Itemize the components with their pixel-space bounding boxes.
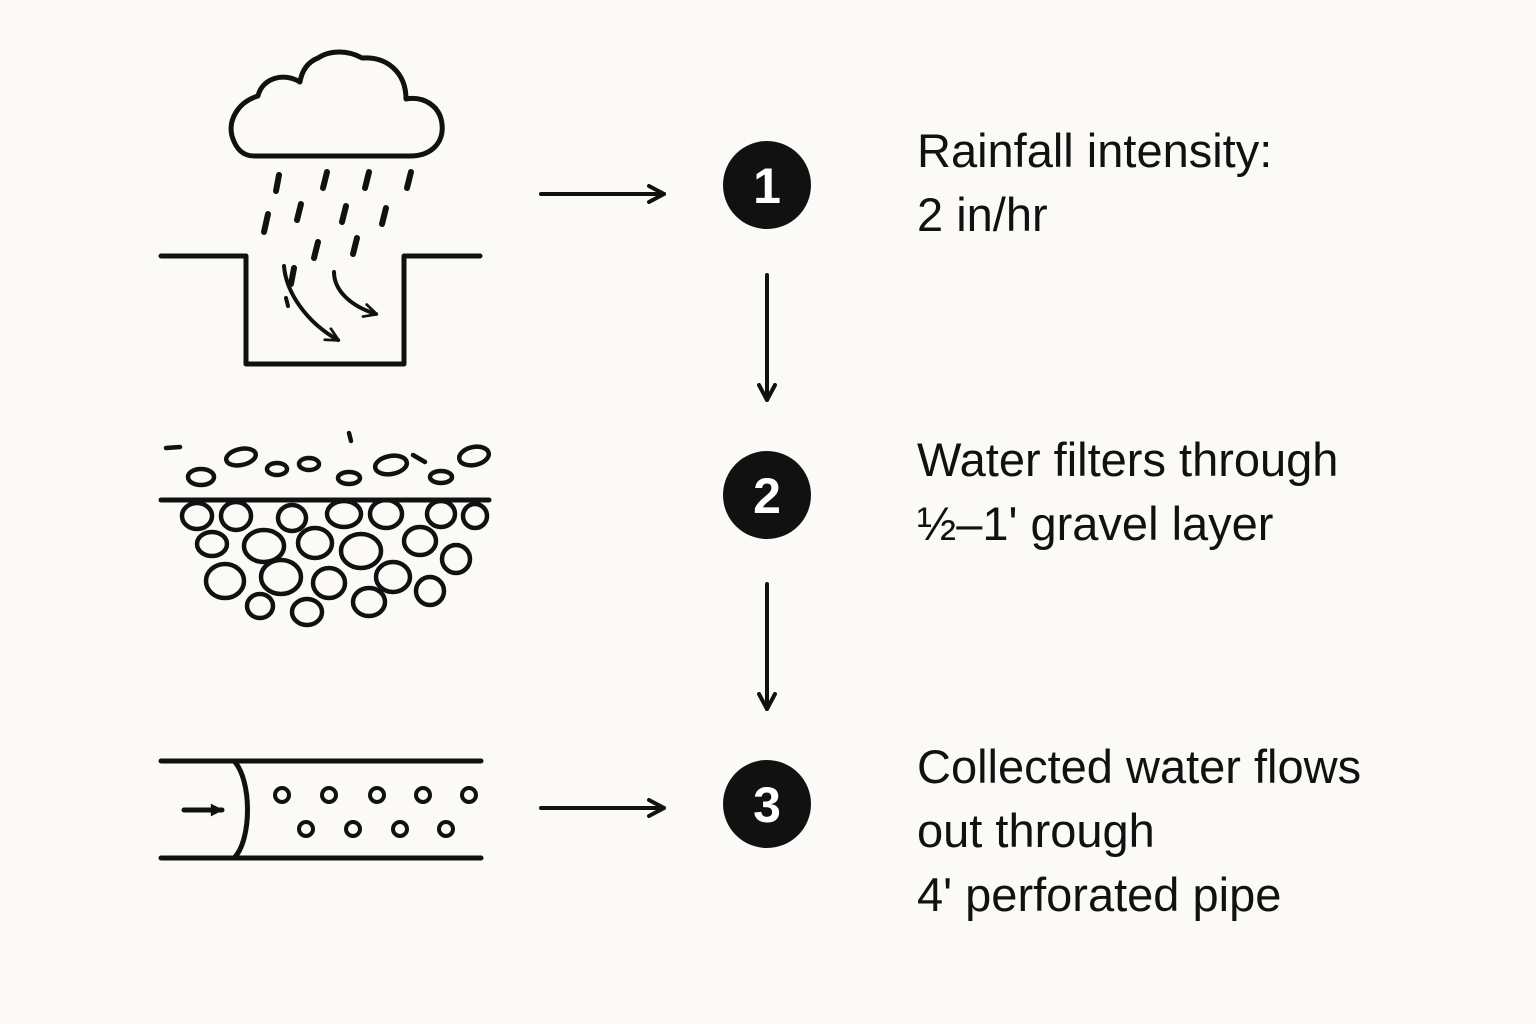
step-3-description: Collected water flows out through 4' per… — [917, 735, 1361, 927]
perforated-pipe-icon — [158, 758, 484, 861]
step-number: 1 — [753, 158, 781, 214]
description-line: Collected water flows — [917, 740, 1362, 793]
description-line: Water filters through — [917, 433, 1339, 486]
description-line: ½–1' gravel layer — [917, 497, 1274, 550]
description-line: Rainfall intensity: — [917, 124, 1273, 177]
step-number: 3 — [753, 777, 781, 833]
cloud-icon — [228, 49, 445, 159]
perforations-icon — [273, 786, 478, 838]
trench-icon — [158, 253, 483, 367]
step-badge-2: 2 — [723, 451, 811, 539]
description-line: 4' perforated pipe — [917, 868, 1282, 921]
description-line: 2 in/hr — [917, 188, 1048, 241]
pipe-end-curve — [231, 758, 250, 861]
step-badge-3: 3 — [723, 760, 811, 848]
flow-arrow-icon — [282, 264, 341, 342]
description-line: out through — [917, 804, 1155, 857]
step-2-description: Water filters through ½–1' gravel layer — [917, 428, 1338, 556]
raindrops-icon — [261, 169, 414, 287]
step-1-description: Rainfall intensity: 2 in/hr — [917, 119, 1272, 247]
step-badge-1: 1 — [723, 141, 811, 229]
rain-cloud-trench-icon — [158, 49, 483, 367]
flow-arrow-icon — [332, 270, 379, 318]
step-number: 2 — [753, 468, 781, 524]
gravel-layer-icon — [158, 430, 492, 628]
